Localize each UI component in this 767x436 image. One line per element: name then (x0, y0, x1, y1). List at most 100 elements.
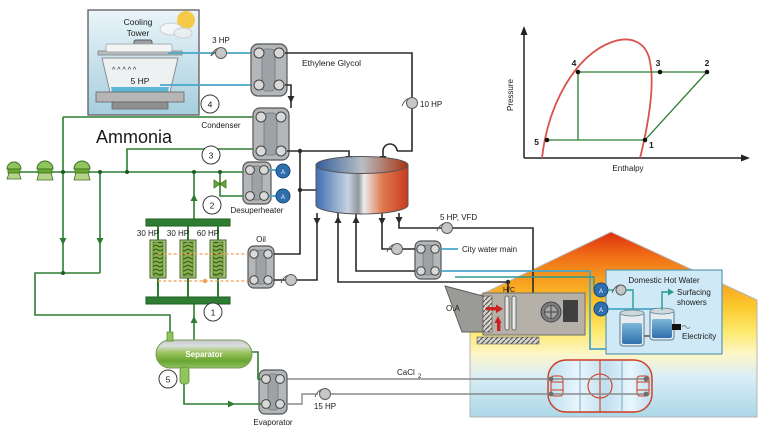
dhw-circ-pump (611, 284, 627, 296)
rink-pipe-header-left (550, 375, 564, 397)
brine-connection-dot (643, 391, 649, 397)
showers-label-line2: showers (677, 298, 707, 307)
pressure-axis-arrow (520, 26, 528, 35)
enthalpy-axis-arrow (741, 154, 750, 162)
city-water-label: City water main (462, 245, 517, 254)
brine-connection-dot (548, 376, 554, 382)
pressure-axis-label: Pressure (506, 78, 515, 111)
ice-rink (547, 359, 653, 413)
separator-liquid-to-evaporator (183, 368, 262, 405)
expansion-valve (6, 161, 22, 180)
compressor-3-coil (212, 241, 224, 277)
state-marker-2: 2 (210, 201, 215, 211)
suction-header (145, 296, 231, 305)
evaporator-heat-exchanger: Evaporator (253, 369, 293, 427)
chart-point-1: 1 (649, 140, 654, 150)
tank-top (315, 156, 409, 174)
discharge-header (145, 218, 231, 227)
brine-pump-label: 15 HP (314, 402, 336, 411)
ground-hatch (476, 336, 540, 345)
condenser-water-loop (160, 52, 251, 86)
cooling-tower-group: Cooling Tower ^ ^ ^ ^ ^ 5 HP (87, 9, 200, 116)
condenser-heat-exchanger: Condenser (201, 107, 290, 161)
cycle-lines (547, 71, 709, 141)
chart-point-5: 5 (534, 137, 539, 147)
ph-chart: Pressure Enthalpy 5 1 2 3 4 (506, 26, 750, 173)
desuperheater-heat-exchanger: A A Desuperheater (231, 161, 291, 215)
element-cord (681, 325, 691, 329)
glycol-pump-label: 10 HP (420, 100, 442, 109)
cooling-tower-title-line2: Tower (127, 28, 150, 38)
tower-spray-pattern: ^ ^ ^ ^ ^ (112, 67, 137, 74)
chart-point-3: 3 (656, 58, 661, 68)
oil-loop-pump (280, 274, 297, 286)
ethylene-glycol-label: Ethylene Glycol (302, 58, 361, 68)
domestic-hot-water: Domestic Hot Water A A Surfacing sho (455, 269, 723, 355)
tower-top-casing (105, 43, 173, 53)
showers-line (661, 291, 668, 310)
desuperheater-valve (213, 178, 227, 189)
oil-junction-dot (202, 278, 208, 284)
airflow-arrows (486, 304, 503, 331)
ammonia-piping (6, 116, 262, 408)
city-water-heat-exchanger (414, 240, 442, 280)
pump-tag: A (281, 170, 285, 176)
electric-tank-water (652, 319, 672, 338)
condenser-liquid-line (126, 148, 253, 172)
separator-group: Separator (155, 331, 253, 385)
junction-dots-green (61, 170, 222, 275)
tower-basin-body (101, 57, 179, 93)
brine-pump (314, 388, 331, 400)
tower-heat-exchanger (250, 43, 288, 97)
heating-cooling-coil (504, 295, 510, 331)
intake-louver (482, 295, 493, 333)
glycol-pump (401, 97, 418, 109)
separator-vessel (155, 339, 253, 369)
dhw-tank-feed (626, 289, 634, 312)
oil-cooler-heat-exchanger: Oil (247, 235, 275, 289)
chart-point-2: 2 (705, 58, 710, 68)
pump-tag: A (281, 195, 285, 201)
preheat-tank-water (622, 323, 642, 344)
rink-center-circle (587, 373, 613, 399)
cityhx-return-pipe (355, 213, 415, 272)
dhw-supply-line (455, 276, 595, 290)
pump-tag: A (599, 308, 603, 314)
preheat-tank (619, 309, 645, 347)
tank-to-airhandler-pipe (337, 213, 509, 296)
liquid-feed-to-separator (34, 272, 171, 340)
cycle-points (544, 69, 710, 143)
sun-icon (177, 11, 195, 29)
heating-cooling-coil (511, 295, 517, 331)
separator-inlet-nozzle (166, 331, 174, 342)
tower-pump-label: 3 HP (212, 36, 230, 45)
tower-water (111, 87, 169, 92)
ammonia-label: Ammonia (96, 127, 173, 147)
brine-connection-dot (548, 391, 554, 397)
brine-label-subscript: 2 (418, 374, 422, 380)
outside-air-label: O.A (446, 304, 460, 313)
pumps: 3 HP 10 HP 5 HP, VFD 15 HP (210, 36, 477, 411)
thermal-storage-tank (315, 156, 409, 215)
oil-cooler-return-pipe (274, 213, 318, 281)
saturation-dome (541, 38, 653, 159)
cooling-tower-title-line1: Cooling (124, 17, 153, 27)
desuperheater-pump-A (275, 188, 291, 204)
brine-connection-dot (643, 376, 649, 382)
heating-element (672, 324, 681, 330)
chart-point-4: 4 (572, 58, 577, 68)
brine-label: CaCl (397, 368, 415, 377)
expansion-valve (36, 160, 54, 181)
enthalpy-axis-label: Enthalpy (612, 164, 643, 173)
tank-to-oil-cooler-pipe (274, 151, 301, 255)
compressor-1-coil (152, 241, 164, 277)
evaporator-return-to-separator (250, 351, 262, 380)
brine-loop: CaCl 2 (286, 368, 649, 397)
state-marker-4: 4 (208, 100, 213, 110)
state-marker-3: 3 (209, 151, 214, 161)
evaporator-brine-outlet (285, 393, 318, 405)
coil-label: H/C (503, 287, 515, 294)
tower-base (95, 91, 185, 103)
